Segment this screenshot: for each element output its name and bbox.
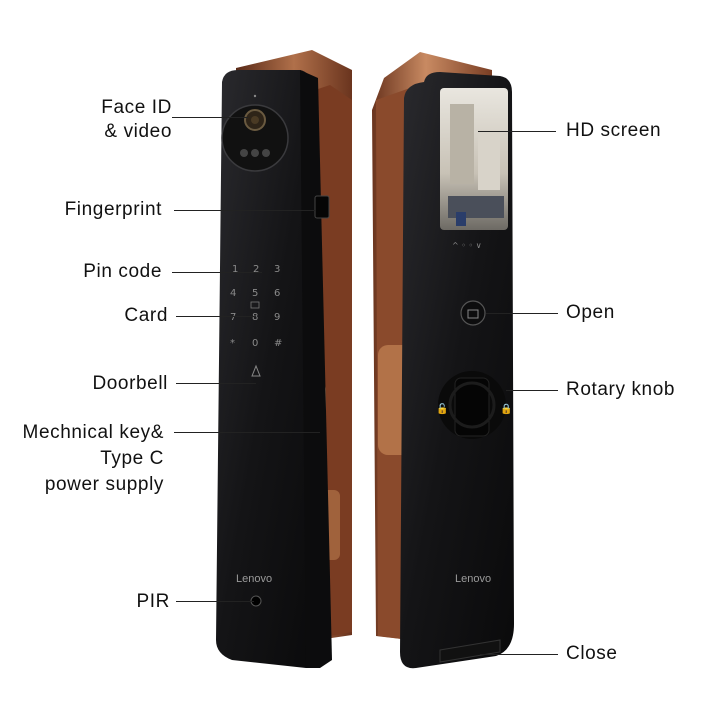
leader-pir — [176, 601, 254, 602]
label-card: Card — [124, 305, 168, 326]
svg-text:1: 1 — [232, 264, 238, 275]
left-lock: 1 2 3 4 5 6 7 8 9 * 0 # Lenovo — [216, 50, 352, 668]
svg-text:🔒: 🔒 — [500, 403, 512, 415]
svg-text:#: # — [274, 338, 282, 349]
label-doorbell: Doorbell — [92, 373, 168, 394]
svg-text:3: 3 — [274, 264, 280, 275]
leader-hd-screen — [478, 131, 556, 132]
svg-text:5: 5 — [252, 288, 258, 299]
right-lock: ^ ◦ ◦ ∨ 🔓 🔒 Lenovo — [372, 52, 514, 669]
svg-text:🔓: 🔓 — [436, 402, 448, 415]
svg-text:4: 4 — [230, 288, 236, 299]
svg-text:2: 2 — [253, 264, 259, 275]
label-pir: PIR — [136, 591, 170, 612]
leader-close — [480, 654, 558, 655]
label-open: Open — [566, 302, 615, 323]
svg-text:^ ◦ ◦ ∨: ^ ◦ ◦ ∨ — [452, 241, 482, 250]
leader-pin-code — [172, 272, 262, 273]
label-face-id: Face ID & video — [101, 97, 172, 142]
svg-text:*: * — [230, 338, 235, 349]
leader-mechanical-key — [174, 432, 320, 433]
right-brand-logo: Lenovo — [455, 573, 491, 585]
left-brand-logo: Lenovo — [236, 573, 272, 585]
label-fingerprint: Fingerprint — [64, 199, 162, 220]
leader-fingerprint — [174, 210, 316, 211]
label-hd-screen: HD screen — [566, 120, 662, 141]
leader-open — [486, 313, 558, 314]
label-mechanical-key: Mechnical key& Type C power supply — [22, 422, 164, 495]
label-rotary-knob: Rotary knob — [566, 379, 676, 400]
leader-rotary-knob — [506, 390, 558, 391]
svg-text:0: 0 — [252, 338, 258, 349]
label-pin-code: Pin code — [83, 261, 162, 282]
label-close: Close — [566, 643, 618, 664]
svg-text:9: 9 — [274, 312, 280, 323]
leader-face-id — [172, 117, 248, 118]
svg-text:7: 7 — [230, 312, 236, 323]
leader-card — [176, 316, 256, 317]
svg-text:6: 6 — [274, 288, 280, 299]
leader-doorbell — [176, 383, 256, 384]
svg-text:8: 8 — [252, 312, 258, 323]
